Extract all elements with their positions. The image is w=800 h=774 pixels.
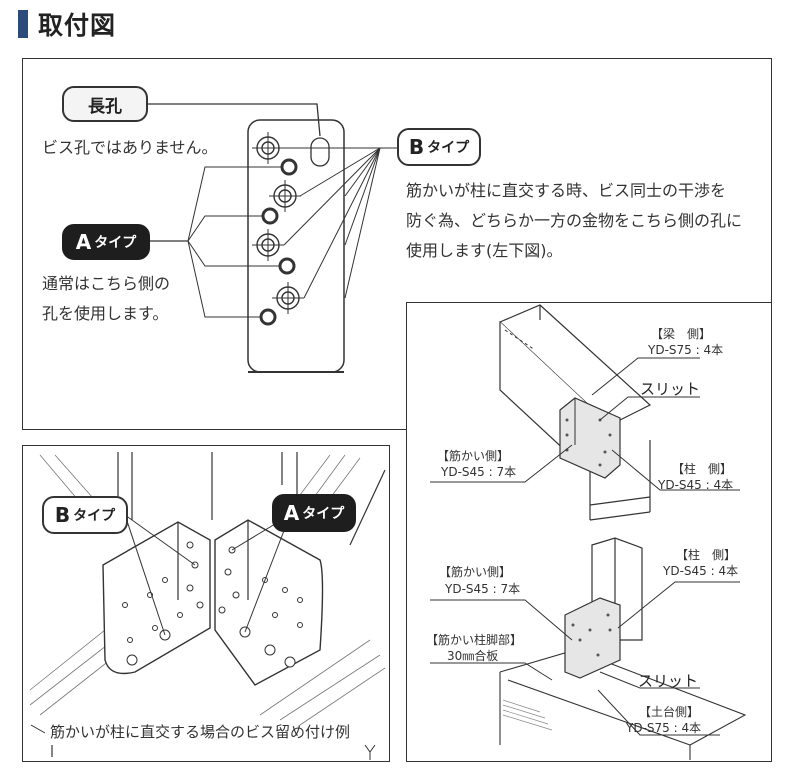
lower-brace-foot: 【筋かい柱脚部】 [426,633,523,647]
b-type-badge-top: B タイプ [397,128,481,166]
b-type-badge-left: B タイプ [42,496,128,534]
b-type-note: 筋かいが柱に直交する時、ビス同士の干渉を 防ぐ為、どちらか一方の金物をこちら側の… [406,176,742,266]
upper-brace-side: 【筋かい側】 [437,449,510,463]
long-hole-note: ビス孔ではありません。 [42,138,218,157]
lower-plywood: 30㎜合板 [447,649,499,663]
b-hole-3 [252,229,284,261]
upper-beam-side: 【梁 側】 [651,327,712,341]
a-type-badge-left: A タイプ [272,494,356,532]
a-note-line-1: 通常はこちら側の [42,274,171,293]
a-type-letter: A [283,501,300,525]
b-note-line-3: 使用します(左下図)。 [406,241,563,260]
left-caption: 筋かいが柱に直交する場合のビス留め付け例 [50,723,351,741]
a-holes [259,158,298,326]
lower-brace-side: 【筋かい側】 [439,565,512,579]
long-hole-badge: 長孔 [62,86,148,122]
b-type-suffix: タイプ [427,140,470,156]
b-note-line-1: 筋かいが柱に直交する時、ビス同士の干渉を [406,181,727,200]
a-type-suffix: タイプ [302,506,345,522]
upper-beam-screw: YD-S75 : 4本 [648,343,724,357]
a-type-badge-top: A タイプ [62,224,150,260]
upper-brace-screw: YD-S45 : 7本 [441,465,517,479]
title-accent-bar [18,10,28,38]
lower-sill-side: 【土台側】 [639,705,700,719]
a-type-suffix: タイプ [94,235,137,251]
a-note-line-2: 孔を使用します。 [42,304,169,323]
b-hole-1 [252,132,284,164]
upper-column-side: 【柱 側】 [672,462,733,476]
upper-slit: スリット [640,380,701,398]
b-note-line-2: 防ぐ為、どちらか一方の金物をこちら側の孔に [406,211,743,230]
lower-column-screw: YD-S45 : 4本 [663,564,739,578]
upper-column-screw: YD-S45 : 4本 [658,478,734,492]
lower-column-side: 【柱 側】 [676,548,737,562]
lower-slit: スリット [638,672,699,690]
b-hole-2 [269,180,301,212]
a-type-note: 通常はこちら側の 孔を使用します。 [42,269,170,329]
page-title: 取付図 [38,11,117,40]
lower-sill-screw: YD-S75 : 4本 [626,721,702,735]
b-hole-4 [272,282,304,314]
b-type-suffix: タイプ [73,508,116,524]
long-hole-label: 長孔 [88,96,122,117]
b-type-letter: B [54,503,71,527]
lower-brace-screw: YD-S45 : 7本 [445,582,521,596]
b-type-letter: B [408,135,425,159]
a-type-letter: A [75,230,92,254]
